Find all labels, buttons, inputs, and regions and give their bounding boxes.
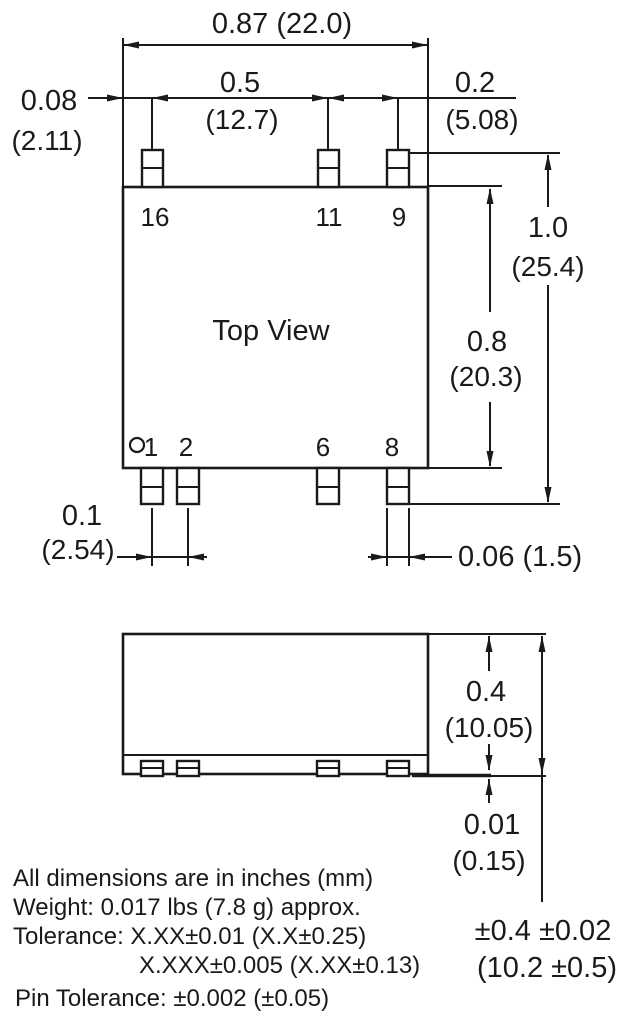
side-view-body: [121, 632, 430, 776]
side-view-part: [121, 632, 491, 778]
pin-label-9: 9: [392, 202, 406, 232]
dim-seated-height-in: ±0.4 ±0.02: [475, 915, 612, 947]
dim-overall-length-in: 1.0: [528, 212, 568, 244]
arrowhead: [136, 553, 152, 561]
arrowhead: [485, 779, 493, 795]
dim-body-height-in: 0.4: [466, 676, 506, 708]
notes-block: All dimensions are in inches (mm) Weight…: [13, 865, 420, 1012]
arrowhead: [544, 154, 552, 170]
arrowhead: [123, 41, 139, 49]
side-view-dimensions: 0.4 (10.05) 0.01 (0.15) ±0.4 ±0.02 (10.2…: [412, 633, 617, 984]
dim-pin-pitch-in: 0.1: [62, 500, 102, 532]
top-view-body: [121, 185, 430, 470]
dim-overall-length-mm: (25.4): [511, 251, 584, 282]
arrowhead: [312, 94, 328, 102]
note-tolerance-2: X.XXX±0.005 (X.XX±0.13): [139, 952, 420, 979]
dim-pin-width: 0.06 (1.5): [458, 541, 582, 573]
arrowhead: [485, 636, 493, 652]
dim-body-height-mm: (10.05): [445, 712, 534, 743]
dim-pin-span-mm: (12.7): [205, 104, 278, 135]
note-tolerance-1: Tolerance: X.XX±0.01 (X.X±0.25): [13, 923, 366, 950]
pin1-indicator-icon: [128, 436, 146, 454]
pin-label-8: 8: [385, 432, 399, 462]
arrowhead: [188, 553, 204, 561]
arrowhead: [538, 636, 546, 652]
arrowhead: [538, 758, 546, 774]
dim-body-length-in: 0.8: [467, 326, 507, 358]
dim-pin-pitch-mm: (2.54): [41, 534, 114, 565]
note-weight: Weight: 0.017 lbs (7.8 g) approx.: [13, 894, 361, 921]
note-pin-tolerance: Pin Tolerance: ±0.002 (±0.05): [15, 985, 329, 1012]
dim-edge-offset-in: 0.08: [21, 85, 77, 117]
pin-label-2: 2: [179, 432, 193, 462]
arrowhead: [152, 94, 168, 102]
dim-pin9-offset-in: 0.2: [455, 67, 495, 99]
pin-label-16: 16: [141, 202, 170, 232]
dim-edge-offset-mm: (2.11): [11, 125, 82, 156]
pin-label-6: 6: [316, 432, 330, 462]
arrowhead: [409, 553, 425, 561]
note-units: All dimensions are in inches (mm): [13, 865, 373, 892]
arrowhead: [544, 487, 552, 503]
top-view-part: 16 11 9 1 2 6 8 Top View: [121, 148, 430, 506]
dim-standoff-in: 0.01: [464, 809, 520, 841]
dim-standoff-mm: (0.15): [452, 845, 525, 876]
top-view-dimensions: 0.87 (22.0) 0.08 (2.11) 0.5 (12.7) 0.2 (…: [11, 8, 584, 573]
dim-seated-height-mm: (10.2 ±0.5): [477, 952, 617, 984]
dim-body-length-mm: (20.3): [449, 361, 522, 392]
arrowhead: [107, 94, 123, 102]
arrowhead: [371, 553, 387, 561]
arrowhead: [486, 188, 494, 204]
arrowhead: [382, 94, 398, 102]
dim-pin9-offset-mm: (5.08): [445, 104, 518, 135]
dim-overall-width: 0.87 (22.0): [212, 8, 352, 40]
dim-pin-span-in: 0.5: [220, 67, 260, 99]
arrowhead: [412, 41, 428, 49]
arrowhead: [486, 451, 494, 467]
pin-label-1: 1: [144, 432, 158, 462]
arrowhead: [328, 94, 344, 102]
arrowhead: [485, 755, 493, 771]
top-view-title: Top View: [212, 315, 330, 347]
pin-label-11: 11: [316, 202, 343, 232]
